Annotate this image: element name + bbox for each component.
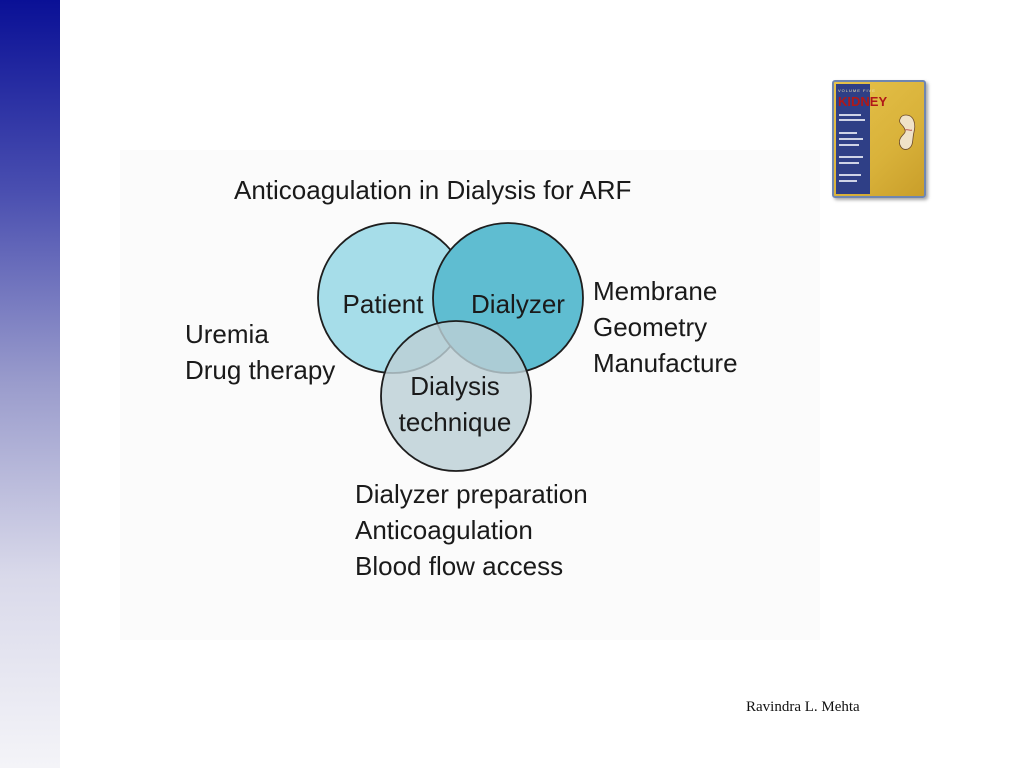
technique-factors: Dialyzer preparation Anticoagulation Blo… [355, 476, 588, 584]
technique-label-line2: technique [399, 407, 512, 437]
patient-label: Patient [343, 289, 425, 319]
patient-factor: Drug therapy [185, 355, 336, 385]
book-text-line [839, 162, 859, 164]
book-text-line [839, 144, 859, 146]
book-text-line [839, 114, 861, 116]
diagram-title: Anticoagulation in Dialysis for ARF [234, 175, 632, 205]
book-text-line [839, 132, 857, 134]
technique-factor: Anticoagulation [355, 515, 533, 545]
book-text-line [839, 156, 863, 158]
dialyzer-label: Dialyzer [471, 289, 565, 319]
technique-factor: Dialyzer preparation [355, 479, 588, 509]
dialyzer-factors: Membrane Geometry Manufacture [593, 273, 738, 381]
patient-factors: Uremia Drug therapy [185, 316, 335, 388]
book-text-line [839, 180, 857, 182]
book-text-line [839, 119, 865, 121]
book-text-line [839, 138, 863, 140]
technique-label-line1: Dialysis [410, 371, 500, 401]
dialyzer-factor: Geometry [593, 312, 708, 342]
dialyzer-factor: Membrane [593, 276, 718, 306]
book-title: KIDNEY [838, 94, 888, 109]
kidney-book-cover: VOLUME FIVE KIDNEY [832, 80, 926, 198]
technique-factor: Blood flow access [355, 551, 564, 581]
slide-author: Ravindra L. Mehta [746, 699, 860, 715]
kidney-illustration-icon [899, 114, 916, 150]
slide-side-gradient-bar [0, 0, 60, 768]
patient-factor: Uremia [185, 319, 269, 349]
book-text-line [839, 174, 861, 176]
book-volume-text: VOLUME FIVE [838, 88, 876, 93]
technique-circle [380, 320, 532, 472]
dialyzer-factor: Manufacture [593, 348, 738, 378]
